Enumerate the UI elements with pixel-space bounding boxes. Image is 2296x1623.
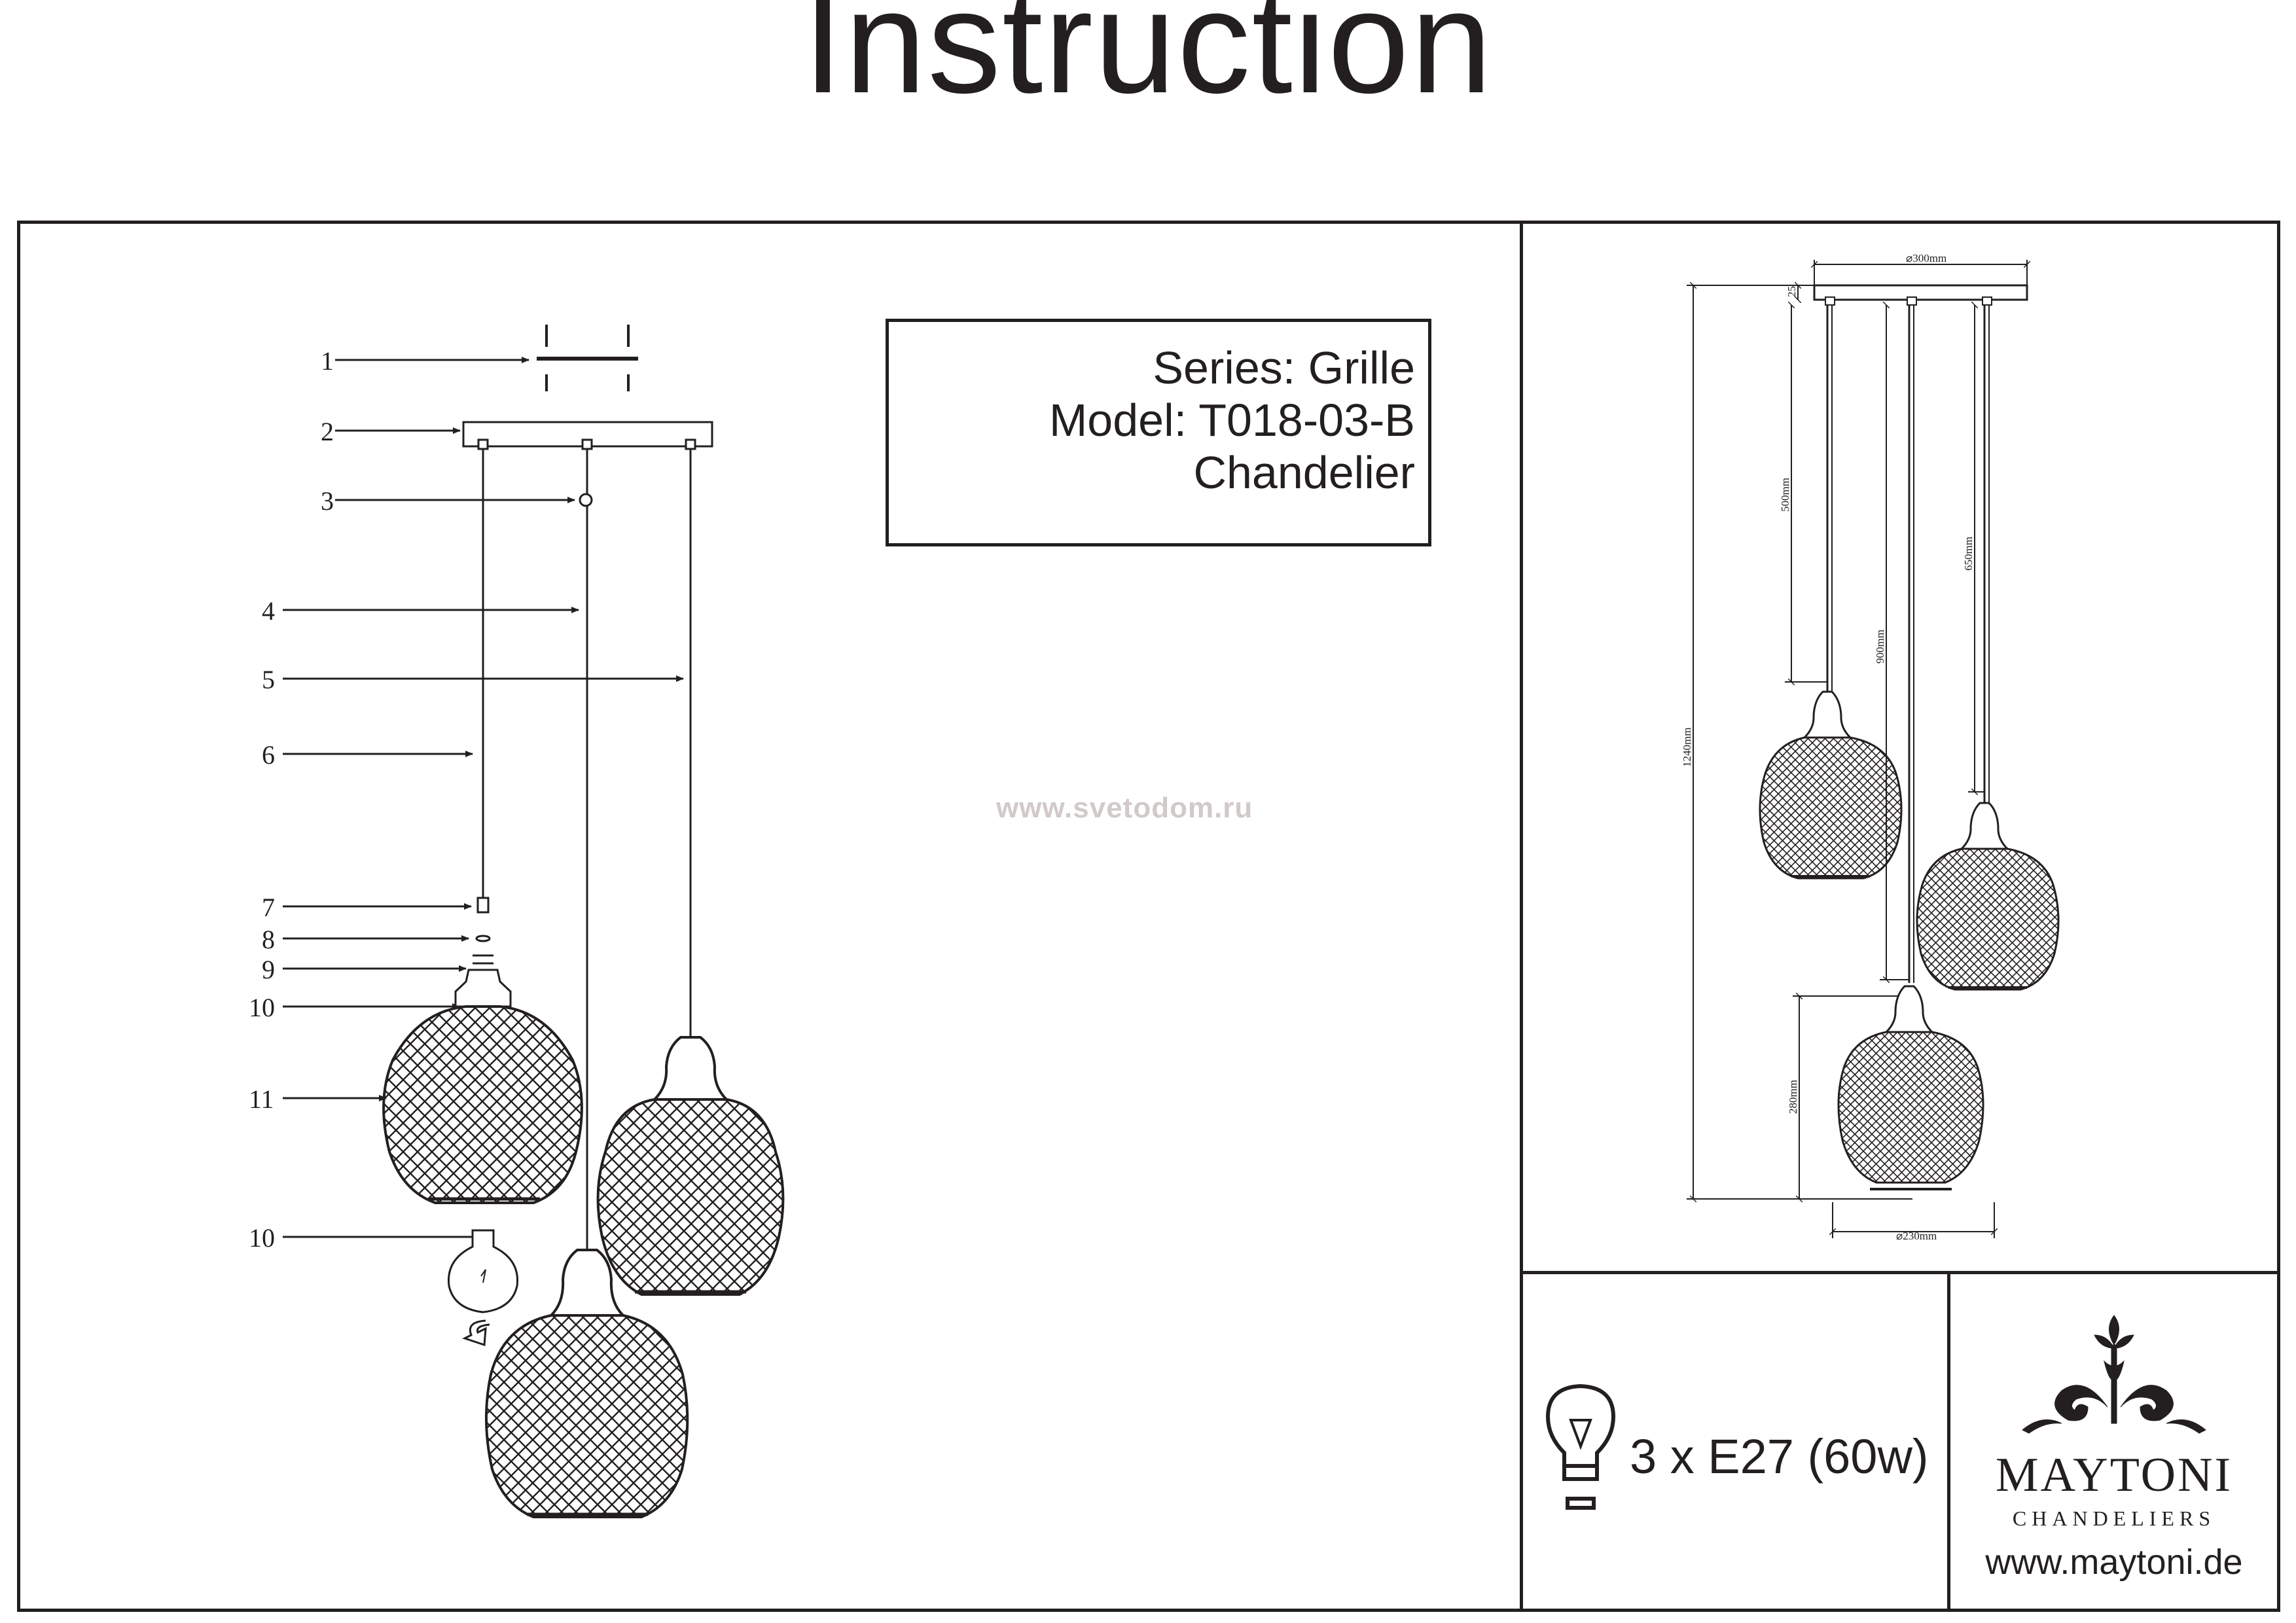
dim-shade-height: 280mm (1787, 1080, 1799, 1114)
callout-4: 4 (262, 596, 275, 626)
light-bulb-icon (1545, 1383, 1616, 1510)
brand-website-link[interactable]: www.maytoni.de (1985, 1543, 2243, 1582)
exploded-assembly-drawing: 1 2 3 4 5 6 7 8 9 10 11 10 (249, 325, 785, 1518)
callout-11: 11 (249, 1084, 274, 1114)
callout-2: 2 (321, 417, 334, 446)
series-label: Series: Grille (1153, 342, 1415, 393)
divider-horizontal-right (1520, 1271, 2280, 1274)
dim-canopy-height: 25 (1785, 286, 1798, 297)
model-label: Model: T018-03-B (1049, 395, 1415, 446)
shade-bottom (484, 1249, 689, 1518)
brand-name: MAYTONI (1995, 1448, 2233, 1502)
dimension-drawing: ⌀300mm 25 500mm 900mm 650mm 1240mm 280mm… (1681, 252, 2060, 1242)
callout-9: 9 (262, 955, 275, 984)
callout-5: 5 (262, 665, 275, 694)
dim-cord-mid: 650mm (1962, 537, 1975, 571)
callout-8: 8 (262, 925, 275, 954)
brand-subtitle: CHANDELIERS (2012, 1507, 2216, 1530)
fleur-ornament-icon (2022, 1315, 2206, 1434)
dim-shade-diameter: ⌀230mm (1896, 1230, 1937, 1242)
divider-vertical-main (1520, 221, 1523, 1612)
callout-3: 3 (321, 486, 334, 516)
instruction-frame (17, 221, 2280, 1612)
shade-right (596, 1036, 785, 1296)
product-info-box: Series: Grille Model: T018-03-B Chandeli… (886, 319, 1431, 546)
dim-total-height: 1240mm (1681, 728, 1693, 767)
divider-vertical-footer (1947, 1271, 1950, 1612)
lamp-spec: 3 x E27 (60w) (1630, 1429, 1929, 1484)
shade-left (382, 1005, 583, 1204)
dim-cord-short: 500mm (1779, 478, 1791, 512)
dim-cord-long: 900mm (1874, 630, 1886, 664)
callout-6: 6 (262, 740, 275, 770)
callout-7: 7 (262, 893, 275, 922)
callout-1: 1 (321, 346, 334, 376)
watermark: www.svetodom.ru (996, 792, 1253, 824)
callout-10: 10 (249, 993, 275, 1022)
type-label: Chandelier (1193, 447, 1415, 498)
callout-10b: 10 (249, 1223, 275, 1253)
page-title: Instruction (802, 0, 1494, 124)
dim-canopy-diameter: ⌀300mm (1906, 252, 1946, 264)
